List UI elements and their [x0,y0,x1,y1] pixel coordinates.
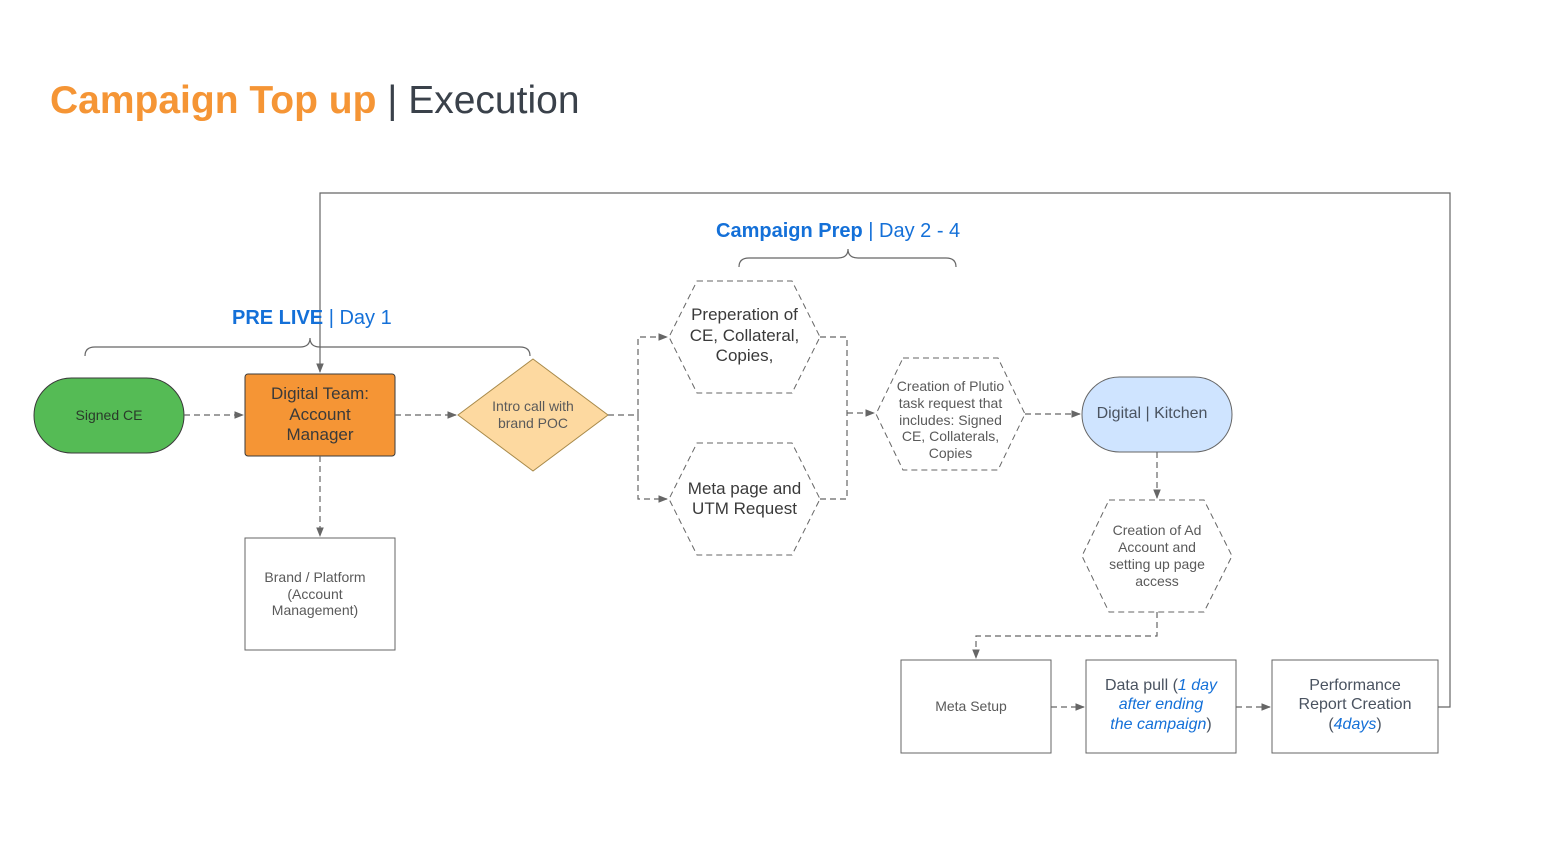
pre-live-name: PRE LIVE [232,307,324,329]
title-sub: Execution [408,79,580,122]
ad-account-node [1081,499,1233,613]
data-pull-label: Data pull (1 day after ending the campai… [1105,676,1217,734]
signed-ce-label: Signed CE [75,407,143,424]
preparation-label-box: Preperation of CE, Collateral, Copies, [676,296,813,376]
campaign-prep-name: Campaign Prep [716,220,863,242]
intro-call-node [457,358,609,472]
performance-label: Performance Report Creation (4days) [1299,676,1412,734]
digital-team-label-box: Digital Team: Account Manager [245,374,395,456]
intro-call-label: Intro call with brand POC [492,398,574,431]
digital-kitchen-label: Digital | Kitchen [1096,404,1208,422]
connector-split-to-prep [637,333,668,415]
plutio-node [875,357,1026,471]
meta-page-node [668,442,821,556]
connector-prep-merge [820,336,848,500]
meta-setup-label-box: Meta Setup [901,660,1041,753]
performance-label-box: Performance Report Creation (4days) [1272,660,1438,750]
brand-platform-label-box: Brand / Platform (Account Management) [245,538,385,650]
data-pull-label-box: Data pull (1 day after ending the campai… [1086,660,1236,750]
meta-setup-node [900,659,1052,754]
digital-kitchen-label-box: Digital | Kitchen [1082,377,1222,450]
data-pull-prefix: Data pull ( [1104,677,1178,695]
page-title: Campaign Top up | Execution [50,74,580,128]
plutio-label: Creation of Plutio task request that inc… [896,378,1005,462]
plutio-label-box: Creation of Plutio task request that inc… [880,372,1021,468]
digital-team-label: Digital Team: Account Manager [271,384,369,445]
performance-node [1271,659,1439,754]
pre-live-brace [84,337,531,357]
campaign-prep-label: Campaign Prep | Day 2 - 4 [716,220,960,243]
signed-ce-label-box: Signed CE [34,378,184,453]
title-main: Campaign Top up [50,79,377,122]
ad-account-label: Creation of Ad Account and setting up pa… [1109,522,1205,589]
data-pull-suffix: ) [1206,715,1212,733]
meta-page-label: Meta page and UTM Request [687,478,802,518]
performance-highlight: 4days [1333,715,1377,733]
pre-live-day: | Day 1 [323,307,392,329]
performance-suffix: ) [1376,715,1382,733]
preparation-node [668,280,821,394]
campaign-prep-brace [738,248,957,268]
campaign-prep-day: | Day 2 - 4 [862,220,961,242]
brand-platform-label: Brand / Platform (Account Management) [264,568,366,619]
intro-call-label-box: Intro call with brand POC [468,380,598,450]
preparation-label: Preperation of CE, Collateral, Copies, [689,305,800,366]
connector-ad-to-meta-setup [972,612,1158,659]
data-pull-highlight: 1 day after ending the campaign [1110,677,1218,733]
meta-page-label-box: Meta page and UTM Request [676,464,813,534]
data-pull-node [1085,659,1237,754]
ad-account-label-box: Creation of Ad Account and setting up pa… [1092,514,1222,598]
loop-back-connector [316,192,1451,708]
meta-setup-label: Meta Setup [935,698,1007,715]
brand-platform-node [244,537,396,651]
performance-prefix: Performance Report Creation ( [1298,677,1412,733]
pre-live-label: PRE LIVE | Day 1 [232,307,392,330]
title-separator: | [376,79,409,122]
connector-split-to-meta-page [637,415,668,503]
